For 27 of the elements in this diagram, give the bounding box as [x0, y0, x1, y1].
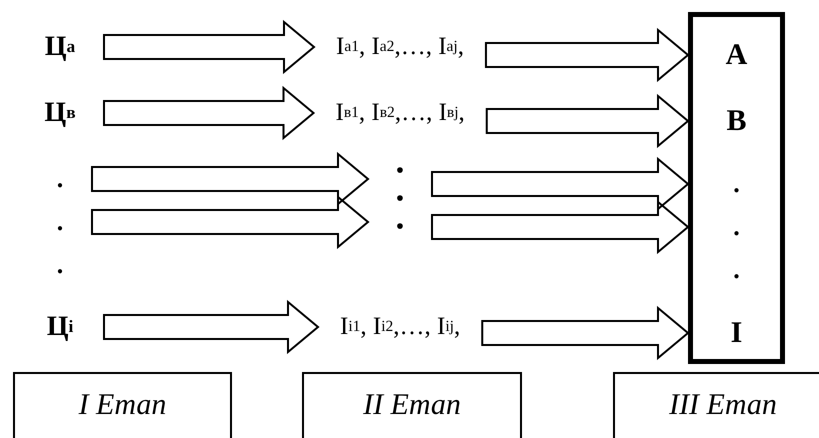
result-label: I — [693, 313, 780, 353]
stage-title: III Етап — [669, 388, 777, 422]
ellipsis-dot: . — [50, 250, 70, 280]
ellipsis-dot: . — [50, 207, 70, 237]
block-arrow — [91, 152, 370, 206]
stage-title: II Етап — [363, 388, 461, 422]
block-arrow — [103, 300, 320, 354]
result-label: A — [693, 35, 780, 75]
block-arrow — [431, 156, 690, 212]
ellipsis-dot: . — [693, 169, 780, 199]
ellipsis-dot: . — [693, 255, 780, 285]
stage-title: I Етап — [78, 388, 166, 422]
result-box — [688, 12, 785, 364]
block-arrow — [481, 306, 690, 360]
stage-box — [13, 372, 232, 438]
block-arrow — [103, 20, 316, 74]
block-arrow — [484, 28, 690, 82]
stage-box — [302, 372, 522, 438]
block-arrow — [103, 86, 316, 140]
ellipsis-dot: . — [693, 212, 780, 242]
block-arrow — [486, 94, 690, 148]
ellipsis-dot: . — [50, 164, 70, 194]
block-arrow — [431, 200, 690, 254]
vertical-ellipsis: • • • — [390, 156, 410, 242]
block-arrow — [91, 194, 370, 250]
stage-box — [613, 372, 819, 438]
result-label: B — [693, 101, 780, 141]
